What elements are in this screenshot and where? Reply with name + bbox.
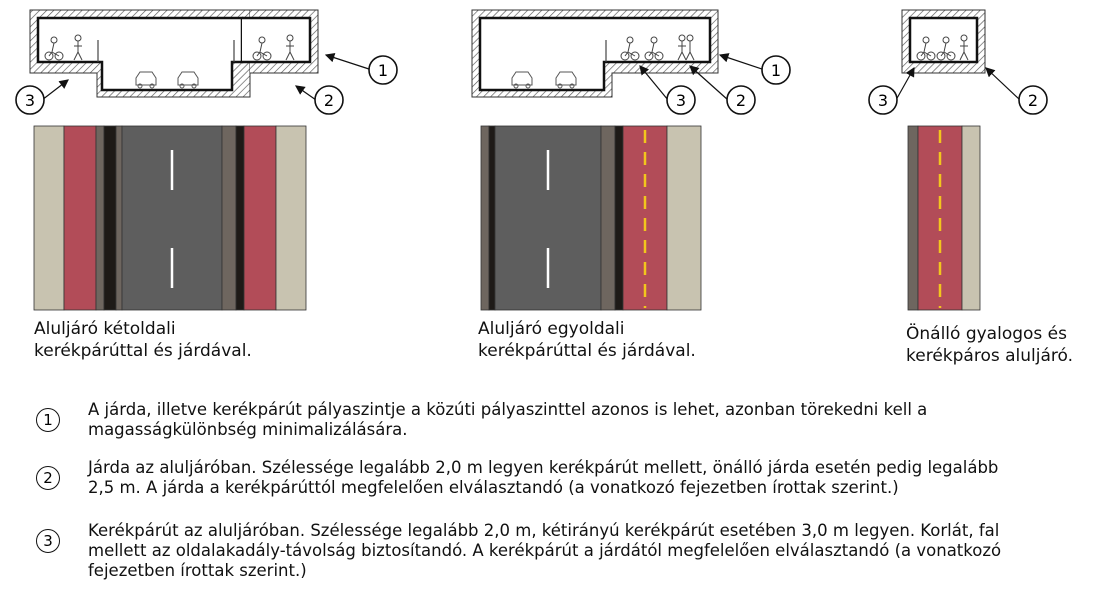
callout-circle [666, 85, 696, 115]
car-icon [511, 71, 577, 89]
cyclist-icon [620, 36, 664, 61]
callout-number: 2 [736, 91, 746, 110]
curb-strip [235, 125, 245, 311]
legend-line: Kerékpárút az aluljáróban. Szélessége le… [88, 521, 1000, 540]
callout-circle [368, 55, 398, 85]
legend-line: mellett az oldalakadály-távolság biztosí… [88, 541, 1002, 560]
legend-line: fejezetben írottak szerint.) [88, 561, 307, 580]
callout-circle [15, 85, 45, 115]
legend-item: 3 Kerékpárút az aluljáróban. Szélessége … [36, 521, 1094, 581]
callout-arrow [689, 65, 729, 101]
callout-circle [314, 85, 344, 115]
panel-caption: Aluljáró kétoldali kerékpárúttal és járd… [34, 318, 252, 362]
legend-line: 2,5 m. A járda a kerékpárúttól megfelelő… [88, 478, 899, 497]
cyclist-icon [44, 36, 64, 61]
legend-text: A járda, illetve kerékpárút pályaszintje… [88, 400, 927, 440]
bike-lane-strip [243, 125, 277, 311]
callout-group-panel-3: 2 3 [868, 66, 1048, 115]
curb-strip [480, 125, 490, 311]
panel-caption: Önálló gyalogos és kerékpáros aluljáró. [906, 323, 1094, 367]
bike-lane-strip [63, 125, 97, 311]
callout-arrow [324, 53, 373, 71]
sidewalk-strip [961, 125, 981, 311]
pedestrian-icon [677, 34, 695, 61]
sidewalk-strip [33, 125, 65, 311]
panel-caption: Aluljáró egyoldali kerékpárúttal és járd… [478, 318, 696, 362]
curb-strip [600, 125, 616, 311]
pedestrian-icon [959, 34, 969, 61]
cyclist-icon [916, 36, 956, 61]
caption-line: kerékpáros aluljáró. [906, 346, 1074, 366]
callout-arrow [718, 53, 766, 71]
legend-line: A járda, illetve kerékpárút pályaszintje… [88, 400, 928, 419]
curb-strip [103, 125, 117, 311]
sidewalk-strip [666, 125, 702, 311]
car-icon [135, 71, 199, 89]
plan-view-one-sided [480, 125, 702, 311]
curb-strip [115, 125, 123, 311]
callout-arrow [41, 79, 69, 101]
callout-arrow [295, 85, 317, 101]
caption-line: kerékpárúttal és járdával. [34, 341, 252, 361]
callout-arrow [985, 67, 1021, 101]
callout-group-panel-2: 1 2 3 [639, 53, 791, 115]
callout-number: 1 [378, 61, 388, 80]
callout-circle [726, 85, 756, 115]
plan-view-standalone [907, 125, 981, 311]
callout-circle [761, 55, 791, 85]
caption-line: Önálló gyalogos és [906, 324, 1067, 344]
callout-number: 2 [324, 91, 334, 110]
legend-text: Kerékpárút az aluljáróban. Szélessége le… [88, 521, 1001, 581]
legend-item: 2 Járda az aluljáróban. Szélessége legal… [36, 458, 1094, 498]
cross-section-one-sided [471, 9, 719, 98]
cross-section-standalone [901, 9, 986, 74]
caption-line: kerékpárúttal és járdával. [478, 341, 696, 361]
caption-line: Aluljáró egyoldali [478, 319, 625, 339]
callout-circle [1018, 85, 1048, 115]
curb-strip [221, 125, 237, 311]
legend-number: 3 [36, 529, 60, 553]
curb-strip [907, 125, 919, 311]
pedestrian-icon [73, 34, 83, 61]
callout-number: 3 [676, 91, 686, 110]
legend-line: Járda az aluljáróban. Szélessége legaláb… [88, 458, 999, 477]
legend-number: 1 [36, 408, 60, 432]
callout-circle [868, 85, 898, 115]
callout-number: 3 [878, 91, 888, 110]
curb-strip [488, 125, 496, 311]
callout-number: 3 [25, 91, 35, 110]
caption-line: Aluljáró kétoldali [34, 319, 176, 339]
callout-number: 2 [1028, 91, 1038, 110]
callout-arrow [639, 65, 669, 101]
cross-section-two-sided [29, 9, 319, 98]
plan-view-two-sided [33, 125, 307, 311]
callout-group-panel-1: 1 2 3 [15, 53, 398, 115]
legend-item: 1 A járda, illetve kerékpárút pályaszint… [36, 400, 1094, 440]
legend-text: Járda az aluljáróban. Szélessége legaláb… [88, 458, 998, 498]
curb-strip [614, 125, 624, 311]
legend-line: magasságkülönbség minimalizálására. [88, 420, 408, 439]
callout-arrow [895, 66, 915, 101]
sidewalk-strip [275, 125, 307, 311]
legend-number: 2 [36, 466, 60, 490]
callout-number: 1 [771, 61, 781, 80]
curb-strip [95, 125, 105, 311]
